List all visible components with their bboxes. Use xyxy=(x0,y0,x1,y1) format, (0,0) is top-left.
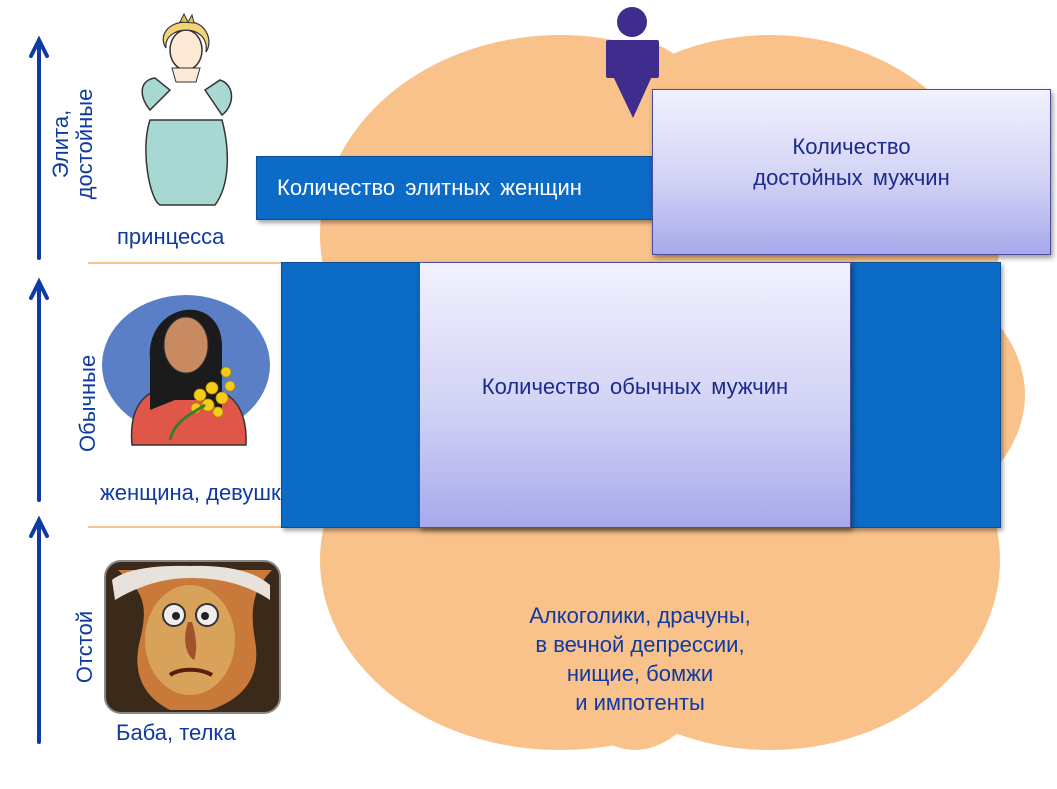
ordinary-men-label: Количество обычных мужчин xyxy=(481,373,789,399)
level-label-bottom: Отстой xyxy=(72,610,97,684)
worthy-men-box: Количество достойных мужчин xyxy=(652,89,1051,255)
up-arrow-icon xyxy=(29,277,49,502)
hag-portrait xyxy=(104,560,281,714)
caption-baba: Баба, телка xyxy=(116,720,236,745)
bottom-men-description: Алкоголики, драчуны, в вечной депрессии,… xyxy=(529,603,751,715)
caption-woman: женщина, девушка xyxy=(100,480,294,505)
ordinary-men-box: Количество обычных мужчин xyxy=(419,262,851,528)
level-label-ordinary: Обычные xyxy=(75,354,100,452)
man-icon xyxy=(606,7,659,118)
princess-portrait xyxy=(141,12,233,206)
caption-princess: принцесса xyxy=(117,224,225,249)
woman-portrait xyxy=(102,295,270,446)
elite-women-box: Количество элитных женщин xyxy=(256,156,676,220)
worthy-men-label: Количество достойных мужчин xyxy=(753,134,950,190)
elite-women-label: Количество элитных женщин xyxy=(277,175,582,200)
level-label-elite: Элита, достойные xyxy=(48,88,97,200)
up-arrow-icon xyxy=(29,35,49,260)
up-arrow-icon xyxy=(29,515,49,744)
